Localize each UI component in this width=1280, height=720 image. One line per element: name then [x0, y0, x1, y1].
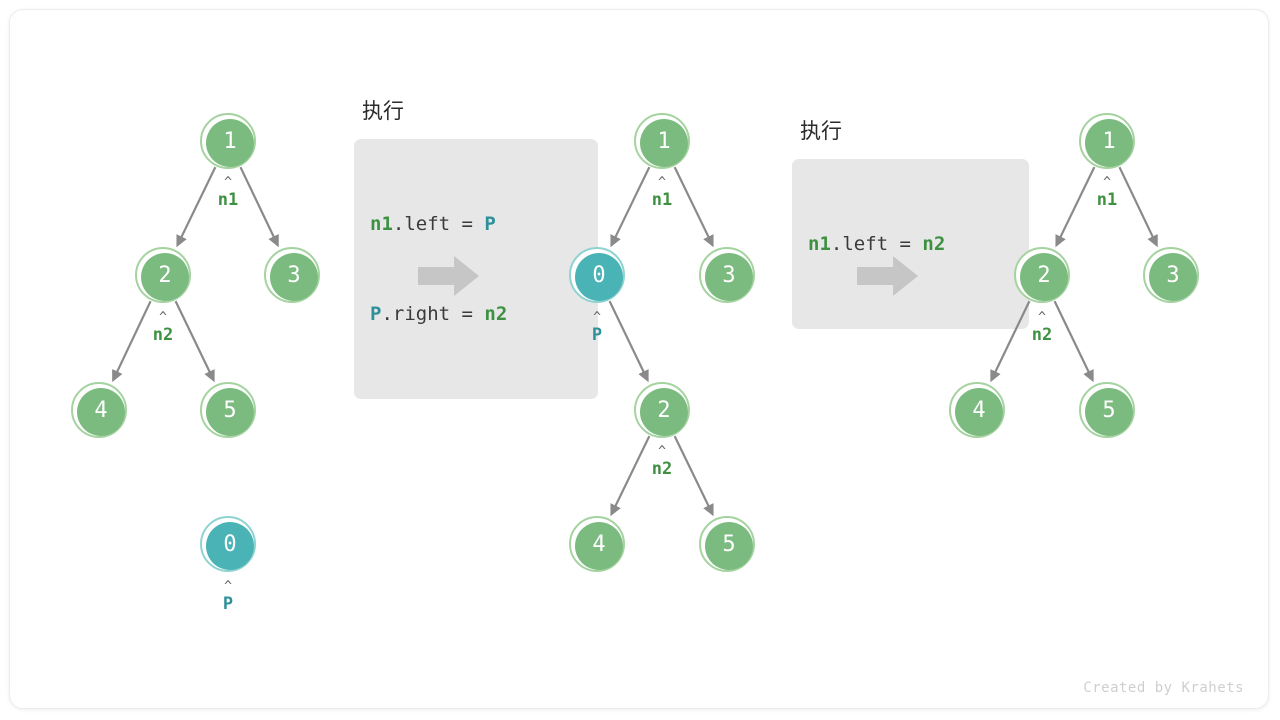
tree-node-circle: 3: [705, 253, 753, 301]
pointer-caret-icon: ^: [593, 310, 601, 325]
pointer-name: n2: [1031, 325, 1053, 345]
pointer-label-n1: ^n1: [198, 175, 258, 210]
tree-node-0[interactable]: 0: [569, 247, 625, 303]
tree-node-circle: 0: [575, 253, 623, 301]
pointer-caret-icon: ^: [1038, 310, 1046, 325]
tree-node-2[interactable]: 2: [634, 382, 690, 438]
transition-arrow-2: [857, 256, 918, 296]
tree-node-5[interactable]: 5: [1079, 382, 1135, 438]
tree-node-circle: 5: [1085, 388, 1133, 436]
tree-node-value: 0: [592, 263, 606, 288]
pointer-caret-icon: ^: [658, 175, 666, 190]
pointer-label-n2: ^n2: [1012, 310, 1072, 345]
tree-node-circle: 1: [640, 119, 688, 167]
tree-node-value: 3: [287, 263, 301, 288]
tree-node-circle: 5: [206, 388, 254, 436]
tree-node-3[interactable]: 3: [699, 247, 755, 303]
pointer-name: n1: [651, 190, 673, 210]
pointer-label-n2: ^n2: [632, 444, 692, 479]
tree-node-4[interactable]: 4: [949, 382, 1005, 438]
pointer-name: P: [222, 594, 234, 614]
tree-node-3[interactable]: 3: [264, 247, 320, 303]
tree-node-circle: 2: [640, 388, 688, 436]
tree-node-circle: 0: [206, 522, 254, 570]
tree-node-circle: 4: [575, 522, 623, 570]
tree-node-circle: 5: [705, 522, 753, 570]
tree-node-value: 2: [657, 398, 671, 423]
code-line-1: n1.left = P: [370, 213, 496, 235]
tree-node-value: 1: [657, 129, 671, 154]
tree-node-value: 4: [972, 398, 986, 423]
pointer-label-P: ^P: [567, 310, 627, 345]
pointer-label-P: ^P: [198, 579, 258, 614]
tree-node-value: 2: [158, 263, 172, 288]
pointer-name: n1: [1096, 190, 1118, 210]
step-1-code-block: n1.left = P P.right = n2: [354, 139, 598, 399]
tree-node-1[interactable]: 1: [200, 113, 256, 169]
pointer-caret-icon: ^: [1103, 175, 1111, 190]
tree-node-circle: 2: [1020, 253, 1068, 301]
tree-node-value: 5: [223, 398, 237, 423]
tree-node-4[interactable]: 4: [71, 382, 127, 438]
tree-node-value: 5: [1102, 398, 1116, 423]
tree-node-2[interactable]: 2: [1014, 247, 1070, 303]
tree-node-2[interactable]: 2: [135, 247, 191, 303]
tree-node-0[interactable]: 0: [200, 516, 256, 572]
tree-node-value: 1: [1102, 129, 1116, 154]
tree-node-circle: 3: [1149, 253, 1197, 301]
tree-node-5[interactable]: 5: [699, 516, 755, 572]
tree-node-value: 2: [1037, 263, 1051, 288]
pointer-caret-icon: ^: [159, 310, 167, 325]
watermark: Created by Krahets: [1083, 680, 1244, 696]
tree-node-value: 0: [223, 532, 237, 557]
pointer-caret-icon: ^: [658, 444, 666, 459]
tree-node-circle: 3: [270, 253, 318, 301]
tree-node-circle: 4: [77, 388, 125, 436]
tree-node-value: 4: [94, 398, 108, 423]
tree-node-4[interactable]: 4: [569, 516, 625, 572]
tree-node-5[interactable]: 5: [200, 382, 256, 438]
pointer-name: n1: [217, 190, 239, 210]
tree-node-3[interactable]: 3: [1143, 247, 1199, 303]
pointer-name: n2: [651, 459, 673, 479]
pointer-name: n2: [152, 325, 174, 345]
step-2-code-block: n1.left = n2: [792, 159, 1029, 329]
tree-node-1[interactable]: 1: [1079, 113, 1135, 169]
tree-node-value: 1: [223, 129, 237, 154]
tree-node-value: 5: [722, 532, 736, 557]
tree-node-1[interactable]: 1: [634, 113, 690, 169]
tree-node-circle: 2: [141, 253, 189, 301]
code-line-1: n1.left = n2: [808, 233, 946, 255]
pointer-caret-icon: ^: [224, 175, 232, 190]
tree-node-value: 4: [592, 532, 606, 557]
pointer-caret-icon: ^: [224, 579, 232, 594]
step-1-label: 执行: [362, 99, 404, 123]
tree-node-value: 3: [722, 263, 736, 288]
transition-arrow-1: [418, 256, 479, 296]
step-2-label: 执行: [800, 119, 842, 143]
tree-node-circle: 1: [206, 119, 254, 167]
pointer-label-n1: ^n1: [1077, 175, 1137, 210]
pointer-label-n2: ^n2: [133, 310, 193, 345]
tree-node-value: 3: [1166, 263, 1180, 288]
pointer-label-n1: ^n1: [632, 175, 692, 210]
code-line-2: P.right = n2: [370, 303, 508, 325]
tree-node-circle: 1: [1085, 119, 1133, 167]
tree-node-circle: 4: [955, 388, 1003, 436]
pointer-name: P: [591, 325, 603, 345]
